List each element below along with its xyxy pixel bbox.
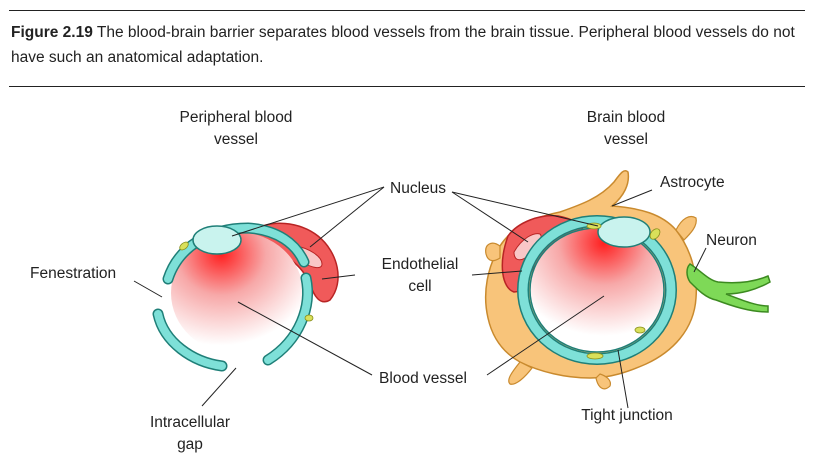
intracellular-gap-label-line1: Intracellular xyxy=(150,414,230,431)
brain-vessel-title-line2: vessel xyxy=(604,131,648,148)
fenestration-label: Fenestration xyxy=(30,265,116,282)
peripheral-junction-2 xyxy=(304,314,314,322)
peripheral-vessel xyxy=(152,222,339,372)
brain-vessel xyxy=(484,170,771,390)
leader-lines xyxy=(133,186,707,409)
peripheral-junction-1 xyxy=(179,241,189,251)
tight-junction-3 xyxy=(634,326,646,334)
astrocyte-process-right xyxy=(675,215,697,241)
intracellular-gap-label-line2: gap xyxy=(177,436,203,453)
top-rule xyxy=(9,10,805,11)
astrocyte-process-bottom-right xyxy=(595,373,611,390)
neuron xyxy=(686,263,771,313)
peripheral-endothelium xyxy=(152,222,313,372)
peripheral-vessel-title-line1: Peripheral blood xyxy=(180,109,293,126)
peripheral-vessel-title-line2: vessel xyxy=(214,131,258,148)
peripheral-lumen xyxy=(171,232,303,354)
tight-junction-2 xyxy=(649,228,661,240)
figure-caption: Figure 2.19 The blood-brain barrier sepa… xyxy=(11,20,801,70)
brain-nucleus xyxy=(597,216,651,248)
neuron-label: Neuron xyxy=(706,232,757,249)
figure-label: Figure 2.19 xyxy=(11,24,93,41)
blood-vessel-label: Blood vessel xyxy=(379,370,467,387)
brain-vessel-title-line1: Brain blood xyxy=(587,109,665,126)
astrocyte-process-left xyxy=(485,242,501,262)
tight-junction-4 xyxy=(586,352,604,360)
caption-text: The blood-brain barrier separates blood … xyxy=(11,24,795,66)
peripheral-nucleus xyxy=(192,225,242,255)
astrocyte-label: Astrocyte xyxy=(660,174,725,191)
astrocyte-process-bottom xyxy=(508,361,533,385)
bottom-rule xyxy=(9,86,805,87)
tight-junction-label: Tight junction xyxy=(581,407,673,424)
endothelial-cell-label-line1: Endothelial xyxy=(382,256,459,273)
nucleus-label: Nucleus xyxy=(390,180,446,197)
brain-lumen xyxy=(530,228,664,352)
endothelial-cell-label-line2: cell xyxy=(408,278,431,295)
